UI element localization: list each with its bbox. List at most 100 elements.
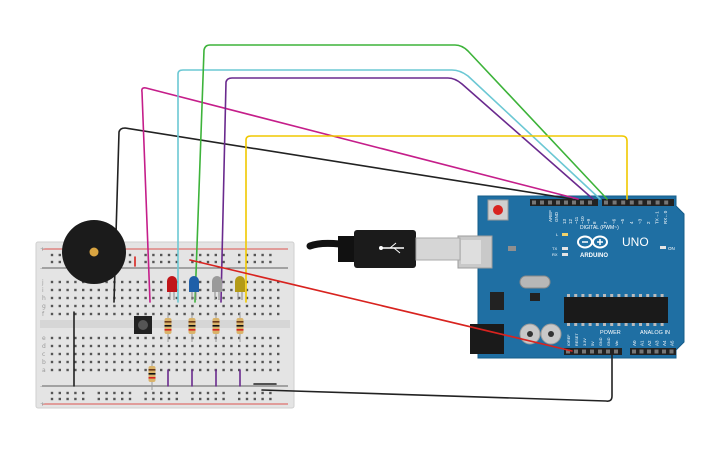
- digital-hole[interactable]: [604, 200, 608, 205]
- power-hole[interactable]: [614, 349, 618, 354]
- led-yellow[interactable]: [235, 276, 245, 300]
- power-hole[interactable]: [574, 349, 578, 354]
- terminal-hole: [58, 296, 61, 300]
- terminal-hole: [113, 360, 116, 364]
- analog-hole[interactable]: [662, 349, 666, 354]
- terminal-hole: [113, 368, 116, 372]
- digital-hole[interactable]: [612, 200, 617, 205]
- terminal-hole: [97, 296, 100, 300]
- terminal-hole: [277, 296, 280, 300]
- rail-hole: [222, 391, 225, 395]
- rail-hole: [167, 253, 171, 257]
- wire-green-pin[interactable]: [194, 44, 608, 303]
- terminal-hole: [269, 360, 272, 364]
- wire-black-bottom-gnd[interactable]: [261, 350, 613, 402]
- terminal-hole: [261, 360, 264, 364]
- resistor[interactable]: [212, 312, 220, 342]
- row-letter-f: f: [42, 311, 45, 318]
- digital-hole[interactable]: [540, 200, 544, 205]
- digital-hole[interactable]: [556, 200, 560, 205]
- digital-pin-label: 4: [629, 221, 634, 224]
- wire-magenta-pin[interactable]: [141, 87, 579, 303]
- resistor[interactable]: [148, 360, 156, 390]
- rail-hole: [238, 260, 241, 264]
- terminal-hole: [261, 280, 264, 284]
- analog-hole[interactable]: [669, 349, 674, 354]
- terminal-hole: [183, 288, 186, 292]
- digital-hole[interactable]: [647, 200, 651, 205]
- terminal-hole: [113, 312, 116, 316]
- resistor[interactable]: [164, 312, 172, 342]
- digital-pin-label: RX←0: [663, 210, 668, 224]
- resistor[interactable]: [188, 312, 196, 342]
- chip-pin: [595, 294, 599, 297]
- resistor[interactable]: [236, 312, 244, 342]
- wire-red-5v[interactable]: [189, 259, 573, 352]
- led-red[interactable]: [167, 276, 177, 300]
- terminal-hole: [136, 344, 139, 348]
- terminal-hole: [144, 280, 147, 284]
- terminal-hole: [167, 304, 171, 308]
- wire-purple-pin[interactable]: [220, 77, 594, 303]
- chip-pin: [610, 294, 614, 297]
- terminal-hole: [97, 304, 100, 308]
- digital-hole[interactable]: [629, 200, 634, 205]
- terminal-hole: [175, 368, 178, 372]
- power-hole[interactable]: [566, 349, 570, 354]
- analog-hole[interactable]: [639, 349, 644, 354]
- terminal-hole: [50, 312, 54, 316]
- digital-hole[interactable]: [532, 200, 536, 205]
- rail-hole: [191, 253, 194, 257]
- terminal-hole: [214, 344, 217, 348]
- digital-hole[interactable]: [564, 200, 568, 205]
- digital-hole[interactable]: [664, 200, 669, 205]
- terminal-hole: [74, 280, 77, 284]
- digital-hole[interactable]: [638, 200, 643, 205]
- rail-hole: [121, 391, 124, 395]
- rail-hole: [191, 397, 194, 401]
- analog-hole[interactable]: [632, 349, 636, 354]
- terminal-hole: [230, 352, 233, 356]
- power-hole[interactable]: [598, 349, 602, 354]
- wire-yellow-pin[interactable]: [245, 135, 628, 303]
- power-hole[interactable]: [590, 349, 594, 354]
- digital-hole[interactable]: [548, 200, 552, 205]
- resistor-band: [188, 329, 196, 331]
- analog-hole[interactable]: [654, 349, 659, 354]
- piezo-buzzer[interactable]: [62, 220, 126, 284]
- digital-hole[interactable]: [655, 200, 660, 205]
- power-hole[interactable]: [606, 349, 610, 354]
- chip-pin: [603, 294, 606, 297]
- rail-hole: [167, 397, 171, 401]
- wire-cyan-pin[interactable]: [177, 69, 601, 303]
- terminal-hole: [222, 296, 225, 300]
- atmega-chip: [564, 297, 668, 323]
- terminal-hole: [222, 344, 225, 348]
- terminal-hole: [136, 280, 139, 284]
- terminal-hole: [105, 352, 108, 356]
- power-hole[interactable]: [582, 349, 586, 354]
- terminal-hole: [191, 352, 194, 356]
- analog-hole[interactable]: [647, 349, 651, 354]
- chip-pin: [567, 294, 570, 297]
- chip-pin: [617, 323, 621, 326]
- terminal-hole: [199, 352, 202, 356]
- digital-hole[interactable]: [572, 200, 576, 205]
- arduino-brand-text: ARDUINO: [580, 253, 608, 259]
- wire-black-ground[interactable]: [113, 127, 573, 303]
- led-blue[interactable]: [189, 276, 199, 300]
- terminal-hole: [222, 280, 225, 284]
- digital-hole[interactable]: [588, 200, 592, 205]
- rail-hole: [245, 391, 249, 395]
- pushbutton[interactable]: [134, 316, 152, 334]
- terminal-hole: [82, 360, 85, 364]
- terminal-hole: [214, 360, 217, 364]
- digital-hole[interactable]: [580, 200, 584, 205]
- digital-hole[interactable]: [621, 200, 626, 205]
- power-jack: [470, 324, 504, 354]
- terminal-hole: [105, 288, 108, 292]
- led-white[interactable]: [212, 276, 222, 300]
- reset-button[interactable]: [493, 205, 503, 215]
